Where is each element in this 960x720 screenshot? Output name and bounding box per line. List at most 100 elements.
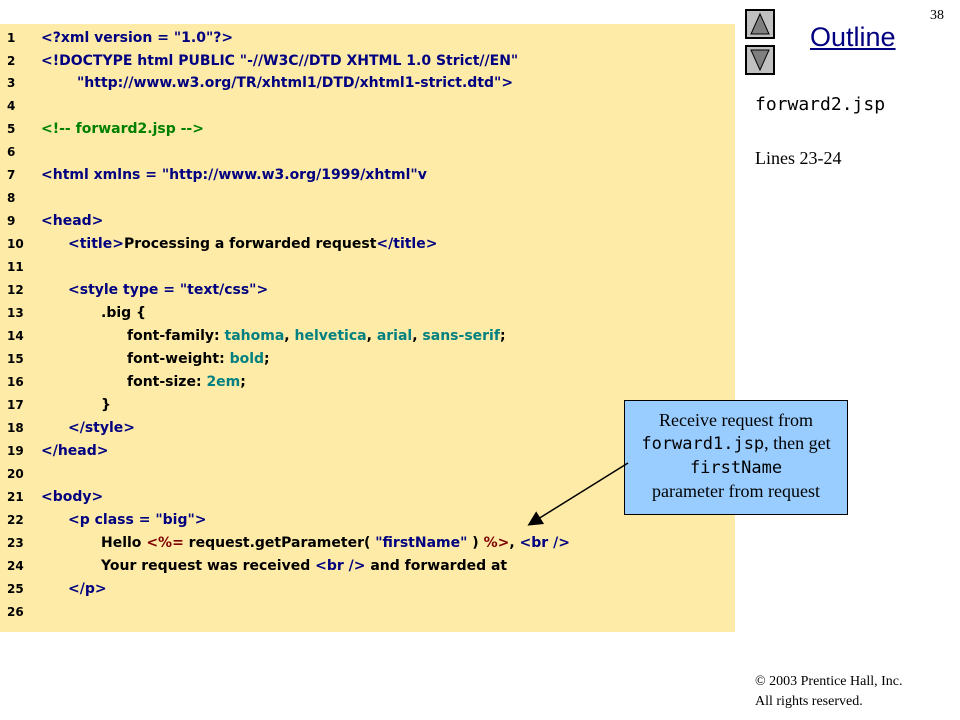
code-listing: 1 <?xml version = "1.0"?> 2 <!DOCTYPE html…: [0, 24, 735, 632]
code-line: 23 Hello <%= request.getParameter( "first…: [7, 532, 570, 554]
css-value: arial: [376, 328, 413, 344]
code-line: 5<!-- forward2.jsp -->: [7, 118, 204, 140]
line-number: 23: [7, 536, 24, 550]
code-line: 16 font-size: 2em;: [7, 371, 246, 393]
code-text: <br />: [519, 535, 570, 551]
line-number: 10: [7, 237, 24, 251]
code-text: ,: [284, 328, 295, 344]
next-slide-button[interactable]: [745, 45, 775, 75]
code-text: </head>: [41, 443, 109, 459]
code-text: ;: [264, 351, 270, 367]
line-number: 11: [7, 260, 24, 274]
previous-slide-button[interactable]: [745, 9, 775, 39]
code-text: </title>: [376, 236, 438, 252]
code-text: font-family:: [127, 328, 225, 344]
line-number: 17: [7, 398, 24, 412]
code-line: 18 </style>: [7, 417, 135, 439]
copyright-line1: 2003 Prentice Hall, Inc.: [769, 674, 903, 689]
callout-box: Receive request from forward1.jsp, then …: [624, 400, 848, 515]
code-line: 20: [7, 463, 41, 485]
code-string: "-//W3C//DTD XHTML 1.0 Strict//EN": [239, 53, 519, 69]
code-text: ,: [412, 328, 423, 344]
line-number: 2: [7, 54, 16, 68]
line-number: 14: [7, 329, 24, 343]
code-line: 13.big {: [7, 302, 146, 324]
code-line: 2 <!DOCTYPE html PUBLIC "-//W3C//DTD XHTM…: [7, 50, 518, 72]
code-text: v: [417, 167, 427, 183]
code-line: 22<p class = "big">: [7, 509, 207, 531]
code-line: 3 "http://www.w3.org/TR/xhtml1/DTD/xhtml1…: [7, 72, 513, 94]
lines-label: Lines 23-24: [755, 148, 842, 168]
code-text: </style>: [68, 420, 136, 436]
code-string: "http://www.w3.org/TR/xhtml1/DTD/xhtml1-…: [77, 75, 514, 91]
code-line: 14 font-family: tahoma, helvetica, arial,…: [7, 325, 506, 347]
code-line: 21 <body>: [7, 486, 103, 508]
code-line: 4: [7, 95, 41, 117]
line-number: 12: [7, 283, 24, 297]
code-text: <!DOCTYPE html PUBLIC: [41, 53, 240, 69]
jsp-delimiter: %>: [483, 535, 510, 551]
line-number: 6: [7, 145, 16, 159]
callout-text: parameter from request: [652, 481, 820, 501]
callout-text: Receive request from: [659, 410, 813, 430]
code-line: 17}: [7, 394, 111, 416]
callout-code: forward1.jsp: [641, 434, 765, 454]
code-string: "http://www.w3.org/1999/xhtml": [161, 167, 418, 183]
code-text: ,: [366, 328, 377, 344]
code-text: ): [467, 535, 484, 551]
code-text: ;: [240, 374, 246, 390]
code-line: 26: [7, 601, 41, 623]
code-string: "big": [155, 512, 195, 528]
jsp-delimiter: <%=: [146, 535, 184, 551]
line-number: 22: [7, 513, 24, 527]
code-line: 10 <title>Processing a forwarded request<…: [7, 233, 437, 255]
code-text: <body>: [41, 489, 104, 505]
triangle-up-icon: [750, 12, 770, 35]
code-text: <style type =: [68, 282, 180, 298]
code-text: ;: [499, 328, 506, 344]
outline-link[interactable]: Outline: [810, 22, 896, 52]
code-text: <head>: [41, 213, 104, 229]
line-number: 21: [7, 490, 24, 504]
copyright-line2: All rights reserved.: [755, 694, 863, 709]
code-line: 12<style type = "text/css">: [7, 279, 268, 301]
line-number: 13: [7, 306, 24, 320]
code-text: request.getParameter(: [183, 535, 376, 551]
line-number: 8: [7, 191, 16, 205]
page-number: 38: [930, 8, 944, 23]
line-number: 24: [7, 559, 24, 573]
code-text: Processing a forwarded request: [123, 236, 377, 252]
code-text: <html xmlns =: [41, 167, 162, 183]
code-text: font-size:: [127, 374, 207, 390]
code-text: Your request was received: [101, 558, 316, 574]
line-number: 19: [7, 444, 24, 458]
css-value: tahoma: [224, 328, 285, 344]
line-number: 16: [7, 375, 24, 389]
code-text: >: [256, 282, 269, 298]
line-number: 7: [7, 168, 16, 182]
code-text: </p>: [68, 581, 107, 597]
line-number: 1: [7, 31, 16, 45]
line-number: 3: [7, 76, 16, 90]
line-number: 5: [7, 122, 16, 136]
code-line: 6: [7, 141, 41, 163]
css-value: sans-serif: [422, 328, 500, 344]
code-text: <title>: [68, 236, 124, 252]
copyright-notice: © 2003 Prentice Hall, Inc. All rights re…: [755, 672, 903, 712]
line-number: 4: [7, 99, 16, 113]
callout-code: firstName: [689, 458, 783, 478]
code-string: "firstName": [375, 535, 468, 551]
code-text: >: [194, 512, 207, 528]
css-value: helvetica: [294, 328, 367, 344]
line-number: 26: [7, 605, 24, 619]
code-text: Hello: [101, 535, 147, 551]
code-text: <?xml version = "1.0"?>: [41, 30, 234, 46]
line-number: 18: [7, 421, 24, 435]
code-line: 11: [7, 256, 41, 278]
css-value: 2em: [206, 374, 241, 390]
code-text: <br />: [315, 558, 366, 574]
code-text: font-weight:: [127, 351, 230, 367]
line-number: 9: [7, 214, 16, 228]
line-number: 15: [7, 352, 24, 366]
code-text: }: [101, 397, 111, 413]
